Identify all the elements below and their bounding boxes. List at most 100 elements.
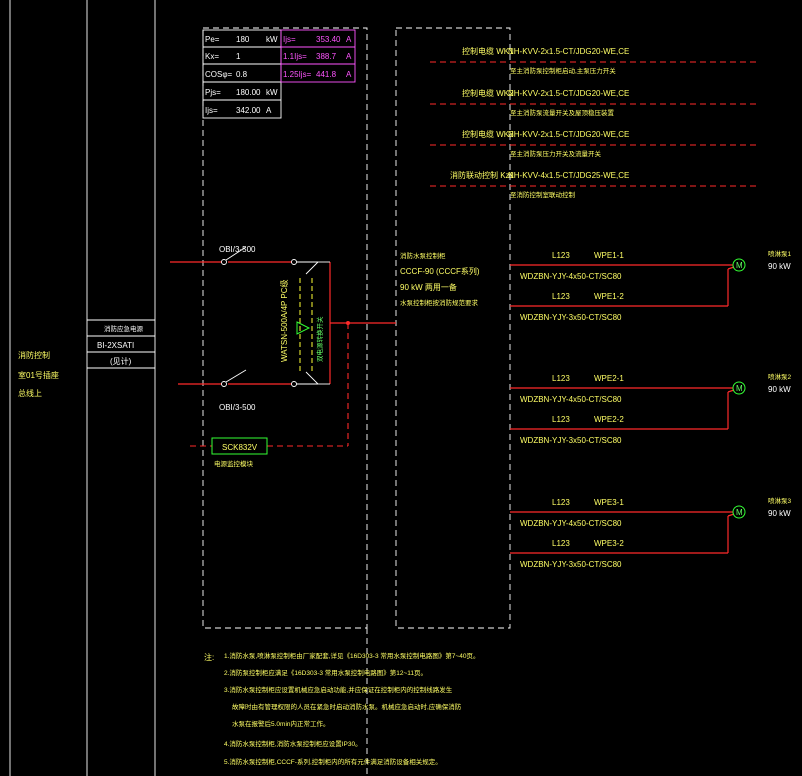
pump-power: 90 kW (768, 509, 791, 518)
pump-name: 喷淋泵2 (768, 372, 792, 381)
param-label: Ijs= (205, 106, 218, 115)
incoming-cable-box: 消防应急电源 BI-2XSATI (见计) (87, 319, 155, 369)
monitor-module[interactable]: SCK832V 电源监控模块 (211, 437, 268, 468)
param-label: COSφ= (205, 70, 233, 79)
pump-name: 喷淋泵1 (768, 249, 792, 258)
pump-cable-1: WDZBN-YJY-4x50-CT/SC80 (520, 272, 622, 281)
pump-circuit-1: WPE2-1 (594, 374, 624, 383)
monitor-module-desc: 电源监控模块 (214, 459, 254, 468)
cable-box-line3: (见计) (110, 356, 132, 366)
ats-switch[interactable]: WATSN-500A/4P PC级 双电源转换开关 (279, 259, 330, 387)
control-circuit[interactable]: 消防联动控制 Kz1NH-KVV-4x1.5-CT/JDG25-WE,CE至消防… (430, 170, 760, 199)
pump-phase-1: L123 (552, 498, 570, 507)
control-circuit-note: 至主消防泵流量开关及屋顶稳压装置 (510, 108, 615, 117)
controller-cabinet-outline (395, 27, 511, 629)
control-circuit-note: 至主消防泵压力开关及流量开关 (510, 149, 602, 158)
motor-symbol: M (736, 508, 743, 517)
pump-phase-1: L123 (552, 251, 570, 260)
controller-line2: CCCF-90 (CCCF系列) (400, 266, 480, 276)
note-line: 1.消防水泵,喷淋泵控制柜由厂家配套,详见《16D303-3 常用水泵控制电路图… (224, 651, 480, 660)
control-circuit[interactable]: 控制电缆 WK1NH-KVV-2x1.5-CT/JDG20-WE,CE至主消防泵… (430, 46, 760, 75)
motor-symbol: M (736, 384, 743, 393)
note-line: 5.消防水泵控制柜,CCCF-系列,控制柜内的所有元件满足消防设备相关规定。 (224, 757, 442, 766)
pump-circuit-1: WPE3-1 (594, 498, 624, 507)
ats-side-label: 双电源转换开关 (315, 316, 324, 362)
control-circuit-cable: NH-KVV-4x1.5-CT/JDG25-WE,CE (508, 171, 629, 180)
monitor-module-model: SCK832V (222, 443, 258, 452)
pump-name: 喷淋泵3 (768, 496, 792, 505)
control-circuit-label: 控制电缆 WK3 (462, 129, 514, 139)
pump-circuit[interactable]: M 喷淋泵3 90 kW L123 WPE3-1WDZBN-YJY-4x50-CT/SC… (510, 496, 792, 569)
ats-model-label: WATSN-500A/4P PC级 (279, 279, 289, 362)
left-rails (9, 0, 156, 776)
param-value: 180 (236, 35, 250, 44)
control-circuit-note: 至主消防泵控制柜启动,主泵压力开关 (510, 66, 616, 75)
pump-cable-2: WDZBN-YJY-3x50-CT/SC80 (520, 313, 622, 322)
pump-phase-2: L123 (552, 415, 570, 424)
current-value: 441.8 (316, 70, 337, 79)
param-unit: kW (266, 35, 278, 44)
pump-phase-1: L123 (552, 374, 570, 383)
controller-info: 消防水泵控制柜 CCCF-90 (CCCF系列) 90 kW 两用一备 水泵控制… (400, 251, 480, 307)
control-circuit-list: 控制电缆 WK1NH-KVV-2x1.5-CT/JDG20-WE,CE至主消防泵… (430, 46, 760, 199)
param-label: Pe= (205, 35, 220, 44)
breaker-bottom-label: OBI/3-500 (219, 403, 256, 412)
pump-phase-2: L123 (552, 292, 570, 301)
current-label: 1.25Ijs= (283, 70, 312, 79)
controller-line1: 消防水泵控制柜 (400, 251, 446, 260)
current-unit: A (346, 70, 352, 79)
cable-box-line2: BI-2XSATI (97, 341, 134, 350)
pump-cable-2: WDZBN-YJY-3x50-CT/SC80 (520, 436, 622, 445)
note-line: 4.消防水泵控制柜,消防水泵控制柜应设置IP30。 (224, 739, 362, 748)
note-line: 3.消防水泵控制柜应设置机械应急启动功能,并应保证在控制柜内的控制线路发生 (224, 685, 453, 694)
pump-circuit-2: WPE2-2 (594, 415, 624, 424)
param-unit: A (266, 106, 272, 115)
control-circuit[interactable]: 控制电缆 WK2NH-KVV-2x1.5-CT/JDG20-WE,CE至主消防泵… (430, 88, 760, 117)
control-circuit-cable: NH-KVV-2x1.5-CT/JDG20-WE,CE (508, 89, 629, 98)
current-value: 388.7 (316, 52, 337, 61)
pump-circuit-2: WPE3-2 (594, 539, 624, 548)
current-value: 353.40 (316, 35, 341, 44)
current-label: Ijs= (283, 35, 296, 44)
controller-line3: 90 kW 两用一备 (400, 282, 457, 292)
note-line: 故障时由有管理权限的人员在紧急时启动消防水泵。机械应急启动时,应确保消防 (232, 702, 462, 711)
breaker-top[interactable]: OBI/3-500 (219, 245, 256, 265)
pump-circuit[interactable]: M 喷淋泵1 90 kW L123 WPE1-1WDZBN-YJY-4x50-CT/SC… (510, 249, 792, 322)
motor-symbol: M (736, 261, 743, 270)
left-panel-title-3: 总线上 (18, 388, 42, 398)
pump-power: 90 kW (768, 385, 791, 394)
cable-box-line1: 消防应急电源 (104, 324, 144, 333)
notes: 注: 1.消防水泵,喷淋泵控制柜由厂家配套,详见《16D303-3 常用水泵控制… (204, 651, 480, 766)
breaker-bottom[interactable]: OBI/3-500 (219, 369, 256, 412)
param-value: 342.00 (236, 106, 261, 115)
motor-icon (732, 505, 746, 519)
current-unit: A (346, 52, 352, 61)
pump-circuit[interactable]: M 喷淋泵2 90 kW L123 WPE2-1WDZBN-YJY-4x50-CT/SC… (510, 372, 792, 445)
motor-icon (732, 381, 746, 395)
current-unit: A (346, 35, 352, 44)
left-panel-title-2: 室01号插座 (18, 370, 59, 380)
pump-phase-2: L123 (552, 539, 570, 548)
motor-icon (732, 258, 746, 272)
note-line: 水泵在报警后5.0min内正常工作。 (232, 719, 330, 728)
notes-heading: 注: (204, 652, 214, 662)
distribution-cabinet-outline (202, 27, 368, 629)
control-circuit-label: 消防联动控制 Kz1 (450, 170, 515, 180)
pump-cable-1: WDZBN-YJY-4x50-CT/SC80 (520, 395, 622, 404)
pump-power: 90 kW (768, 262, 791, 271)
pump-circuit-1: WPE1-1 (594, 251, 624, 260)
pump-circuit-list: M 喷淋泵1 90 kW L123 WPE1-1WDZBN-YJY-4x50-CT/SC… (510, 249, 792, 569)
incoming-wires (170, 261, 396, 447)
param-label: Pjs= (205, 88, 221, 97)
control-circuit-cable: NH-KVV-2x1.5-CT/JDG20-WE,CE (508, 130, 629, 139)
param-value: 180.00 (236, 88, 261, 97)
param-value: 0.8 (236, 70, 248, 79)
left-panel-title-1: 消防控制 (18, 350, 50, 360)
breaker-top-label: OBI/3-500 (219, 245, 256, 254)
note-line: 2.消防泵控制柜应满足《16D303-3 常用水泵控制电路图》第12~11页。 (224, 668, 427, 677)
pump-cable-1: WDZBN-YJY-4x50-CT/SC80 (520, 519, 622, 528)
control-circuit-cable: NH-KVV-2x1.5-CT/JDG20-WE,CE (508, 47, 629, 56)
